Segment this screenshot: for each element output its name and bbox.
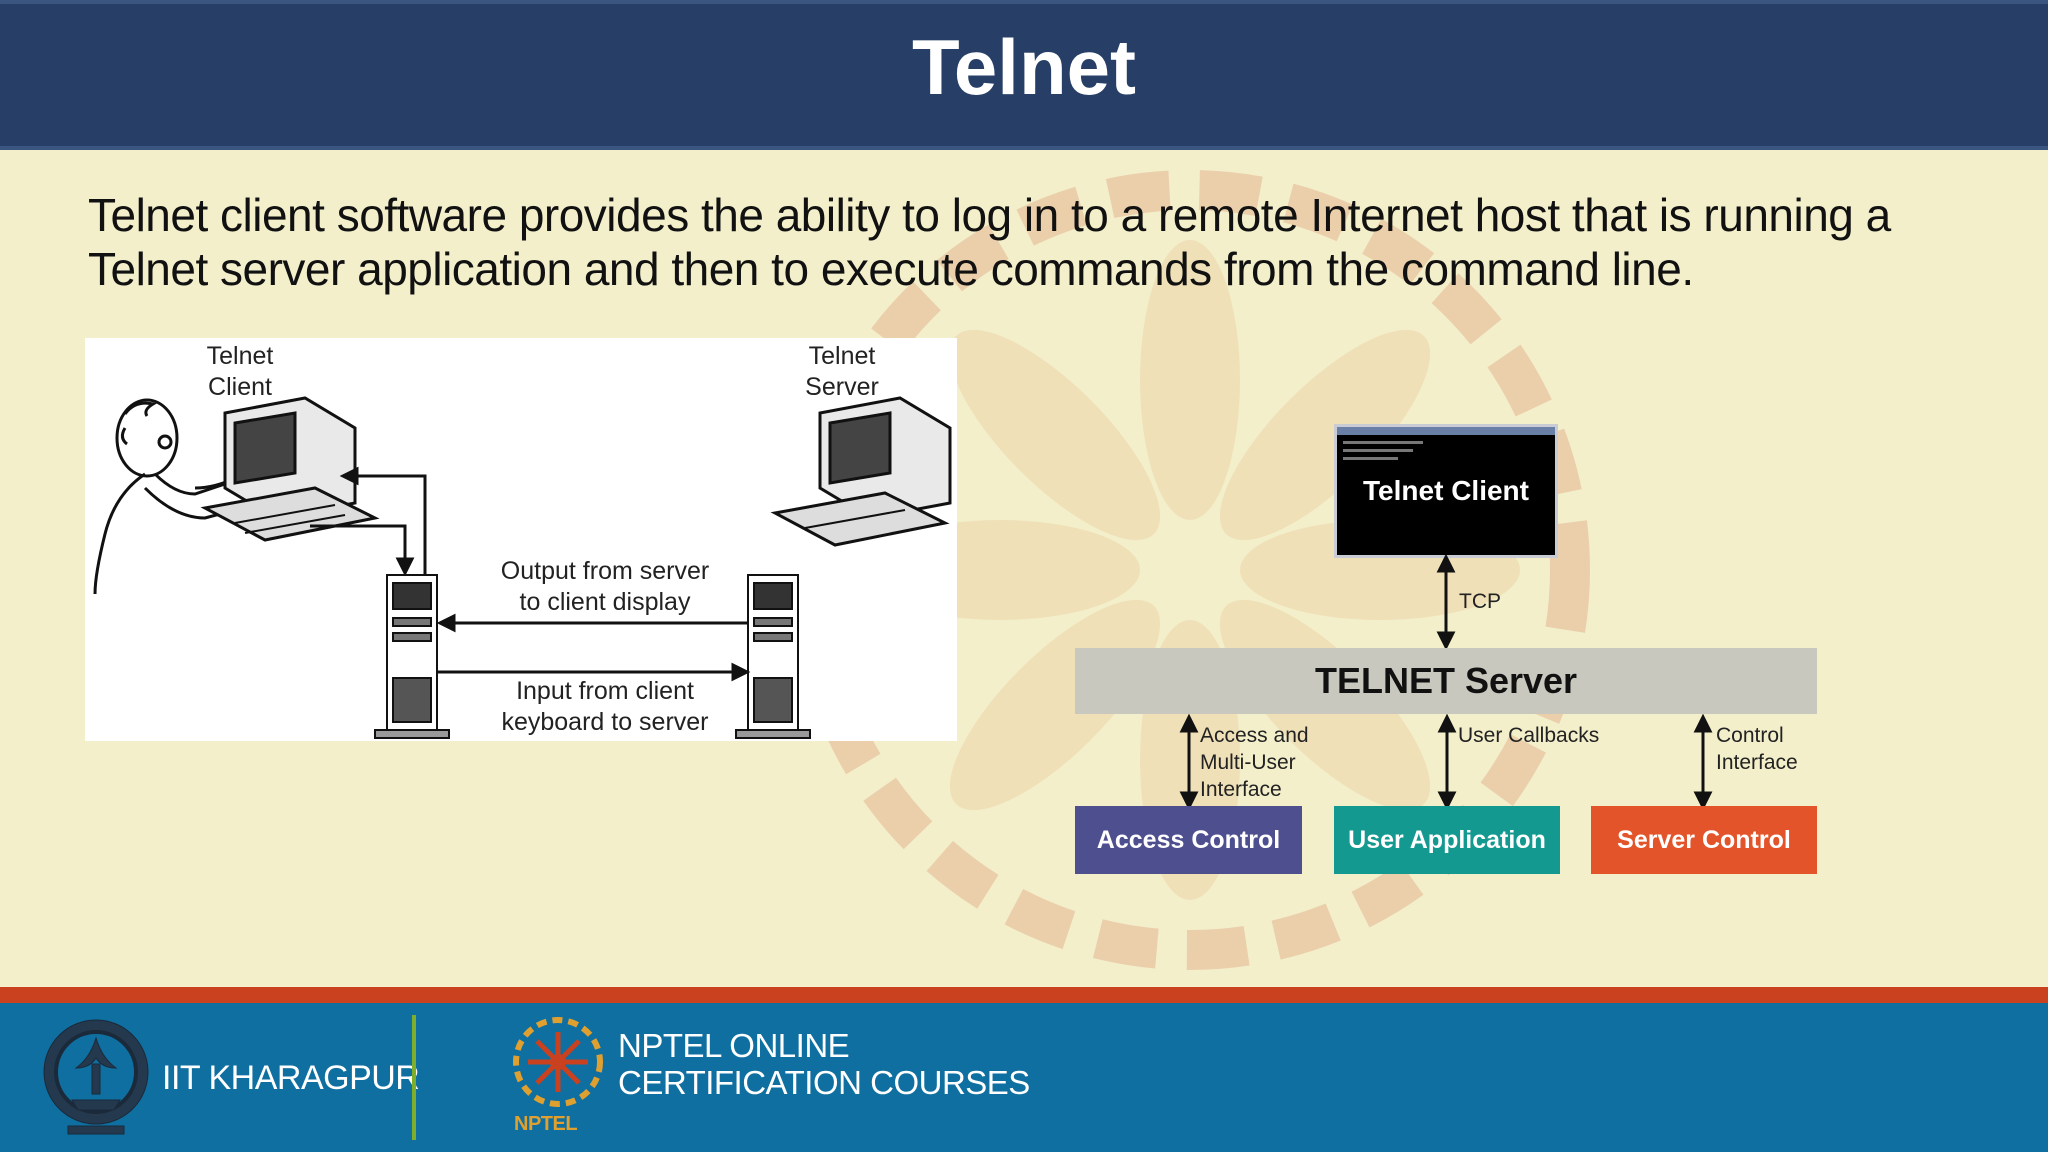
footer-divider: [412, 1015, 416, 1140]
telnet-illustration-drawing: [93, 396, 952, 739]
access-link-line-2: Multi-User: [1200, 751, 1296, 774]
telnet-client-window: Telnet Client: [1334, 424, 1558, 558]
access-link-label: Access and Multi-User Interface: [1200, 722, 1309, 803]
control-link-line-1: Control: [1716, 724, 1784, 747]
server-tower: [735, 574, 811, 739]
control-link-line-2: Interface: [1716, 751, 1798, 774]
footer-accent-strip: [0, 987, 2048, 1003]
client-tower: [374, 574, 450, 739]
server-monitor: [770, 396, 952, 547]
console-line: [1343, 457, 1398, 460]
nptel-title-line-1: NPTEL ONLINE: [618, 1027, 850, 1064]
output-label: Output from server to client display: [470, 556, 740, 618]
connection-arrows: [310, 466, 751, 682]
server-control-box: Server Control: [1591, 806, 1817, 874]
client-monitor: [200, 396, 380, 542]
nptel-logo: [513, 1017, 603, 1107]
nptel-logo-text: NPTEL: [514, 1113, 578, 1135]
server-label: Telnet Server: [767, 341, 917, 403]
output-label-line-2: to client display: [519, 588, 691, 616]
client-label-line-2: Client: [208, 373, 272, 401]
slide-title: Telnet: [912, 23, 1136, 111]
title-bar: Telnet: [0, 0, 2048, 150]
input-label-line-2: keyboard to server: [501, 708, 709, 736]
intro-paragraph: Telnet client software provides the abil…: [88, 189, 1891, 295]
tcp-label: TCP: [1459, 590, 1501, 613]
callbacks-link-label: User Callbacks: [1458, 724, 1600, 747]
telnet-illustration: Telnet Client Telnet Server Output from …: [85, 338, 957, 741]
diagram-arrows: [1179, 555, 1713, 811]
server-label-line-1: Telnet: [808, 342, 876, 370]
console-line: [1343, 441, 1423, 444]
user-figure: [93, 398, 236, 595]
client-label: Telnet Client: [165, 341, 315, 403]
footer-bar: [0, 1003, 2048, 1152]
input-label-line-1: Input from client: [516, 677, 694, 705]
control-link-label: Control Interface: [1716, 722, 1798, 776]
user-application-box: User Application: [1334, 806, 1560, 874]
output-label-line-1: Output from server: [500, 557, 710, 585]
access-link-line-3: Interface: [1200, 778, 1282, 801]
input-label: Input from client keyboard to server: [470, 676, 740, 738]
telnet-server-bar: TELNET Server: [1075, 648, 1817, 714]
nptel-title-line-2: CERTIFICATION COURSES: [618, 1064, 1030, 1101]
access-link-line-1: Access and: [1200, 724, 1309, 747]
institute-name: IIT KHARAGPUR: [162, 1059, 420, 1097]
client-label-line-1: Telnet: [206, 342, 274, 370]
access-control-box: Access Control: [1075, 806, 1302, 874]
telnet-client-label: Telnet Client: [1363, 475, 1529, 506]
iit-kharagpur-logo: [43, 1019, 149, 1135]
console-line: [1343, 449, 1413, 452]
server-label-line-2: Server: [805, 373, 879, 401]
window-titlebar: [1337, 427, 1555, 435]
